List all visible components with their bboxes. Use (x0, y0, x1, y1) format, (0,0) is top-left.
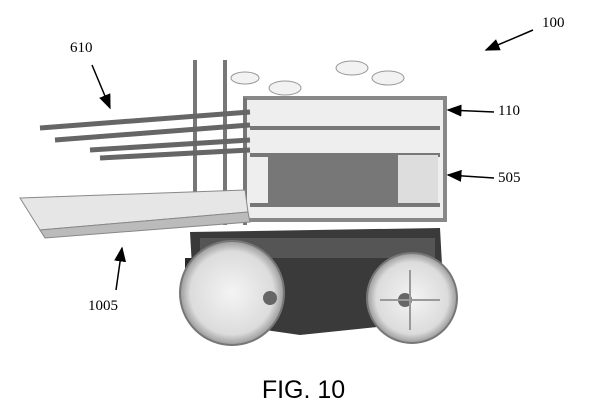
label-110: 110 (498, 103, 520, 119)
cups (230, 60, 405, 96)
figure-caption: FIG. 10 (261, 376, 346, 404)
label-505: 505 (498, 170, 521, 186)
label-1005: 1005 (88, 298, 118, 314)
shelf-505 (268, 155, 438, 203)
label-100: 100 (542, 15, 565, 31)
forks-610 (39, 109, 251, 161)
right-wheel (366, 252, 458, 344)
left-wheel (179, 240, 285, 346)
tray-1005 (19, 189, 251, 239)
leader-arrows (91, 29, 534, 291)
label-610: 610 (70, 40, 93, 56)
